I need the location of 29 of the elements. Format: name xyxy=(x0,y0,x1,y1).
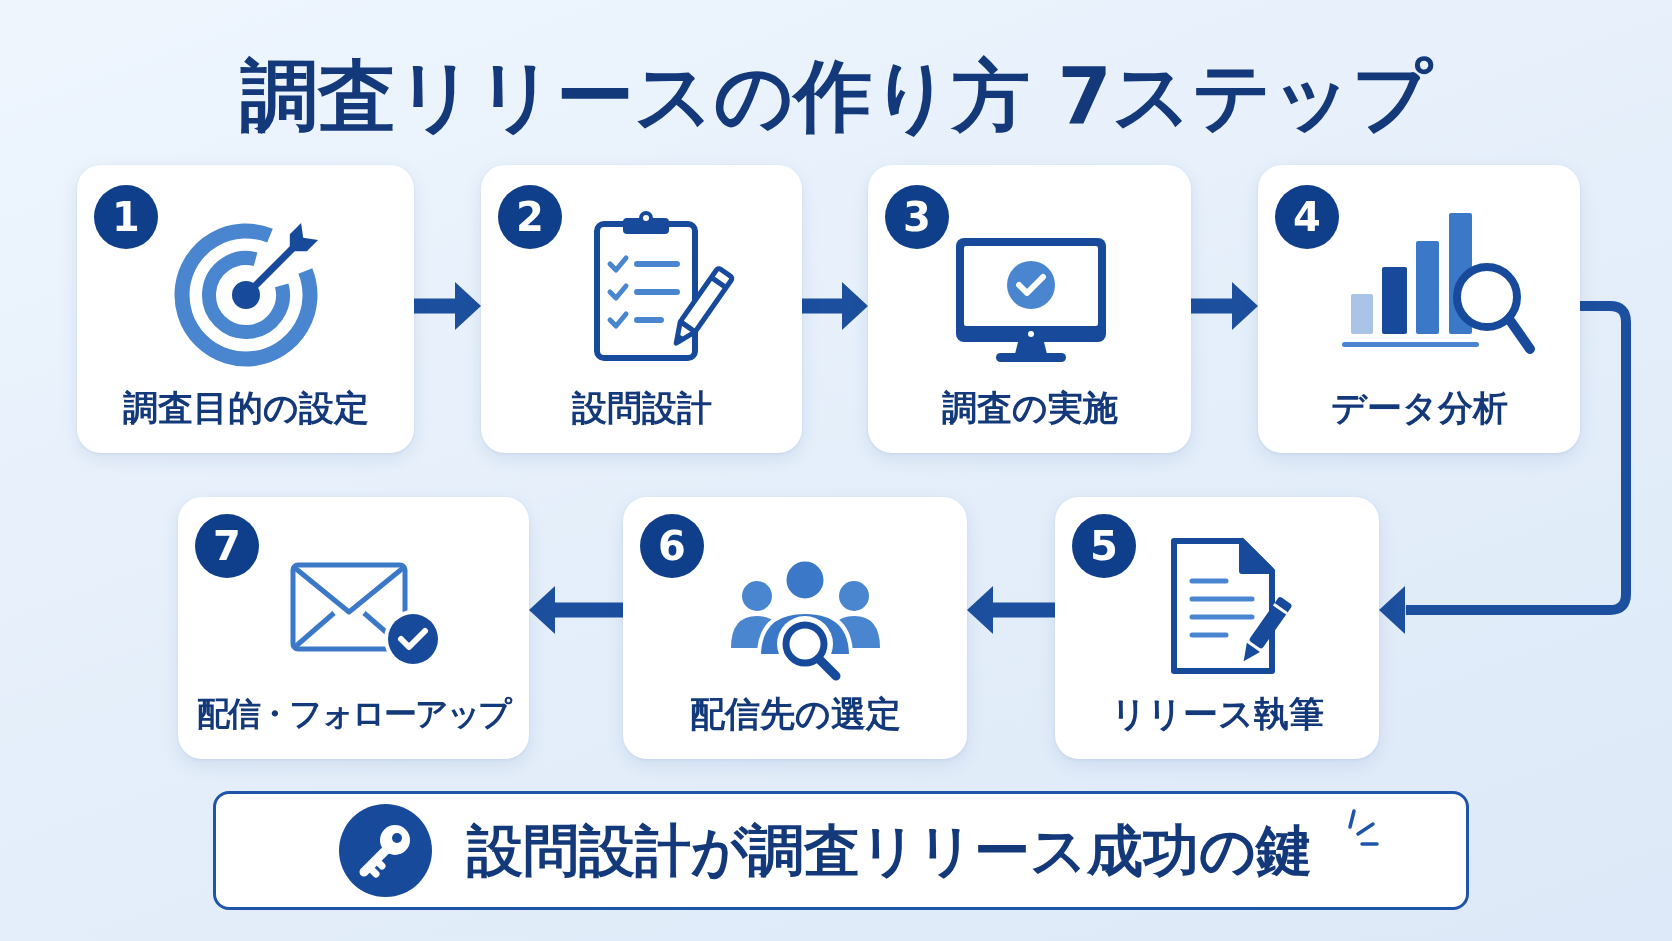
step-number: 7 xyxy=(195,514,259,578)
step-label: 設問設計 xyxy=(571,387,712,429)
title: 調査リリースの作り方 7ステップ xyxy=(240,50,1432,142)
step-number: 3 xyxy=(885,185,949,249)
step-label: 配信先の選定 xyxy=(689,693,901,735)
step-number: 2 xyxy=(498,185,562,249)
step-card xyxy=(77,165,414,453)
step-card xyxy=(1055,497,1379,759)
step-card xyxy=(178,497,529,759)
step-number: 1 xyxy=(94,185,158,249)
step-label: リリース執筆 xyxy=(1110,693,1324,735)
step-number: 4 xyxy=(1275,185,1339,249)
step-number: 6 xyxy=(640,514,704,578)
key-message-banner xyxy=(213,791,1469,910)
step-card xyxy=(481,165,802,453)
step-card xyxy=(623,497,967,759)
flow-arrow xyxy=(967,586,1055,634)
flow-arrow xyxy=(802,282,868,330)
step-label: 配信・フォローアップ xyxy=(197,693,510,735)
step-label: 調査の実施 xyxy=(941,387,1118,429)
step-label: 調査目的の設定 xyxy=(122,387,369,429)
flow-arrow xyxy=(414,282,481,330)
key-message: 設問設計が調査リリース成功の鍵 xyxy=(467,816,1312,885)
step-card xyxy=(1258,165,1580,453)
flow-arrow xyxy=(529,586,623,634)
step-card xyxy=(868,165,1191,453)
step-label: データ分析 xyxy=(1330,387,1508,429)
step-number: 5 xyxy=(1072,514,1136,578)
flow-arrow xyxy=(1191,282,1258,330)
